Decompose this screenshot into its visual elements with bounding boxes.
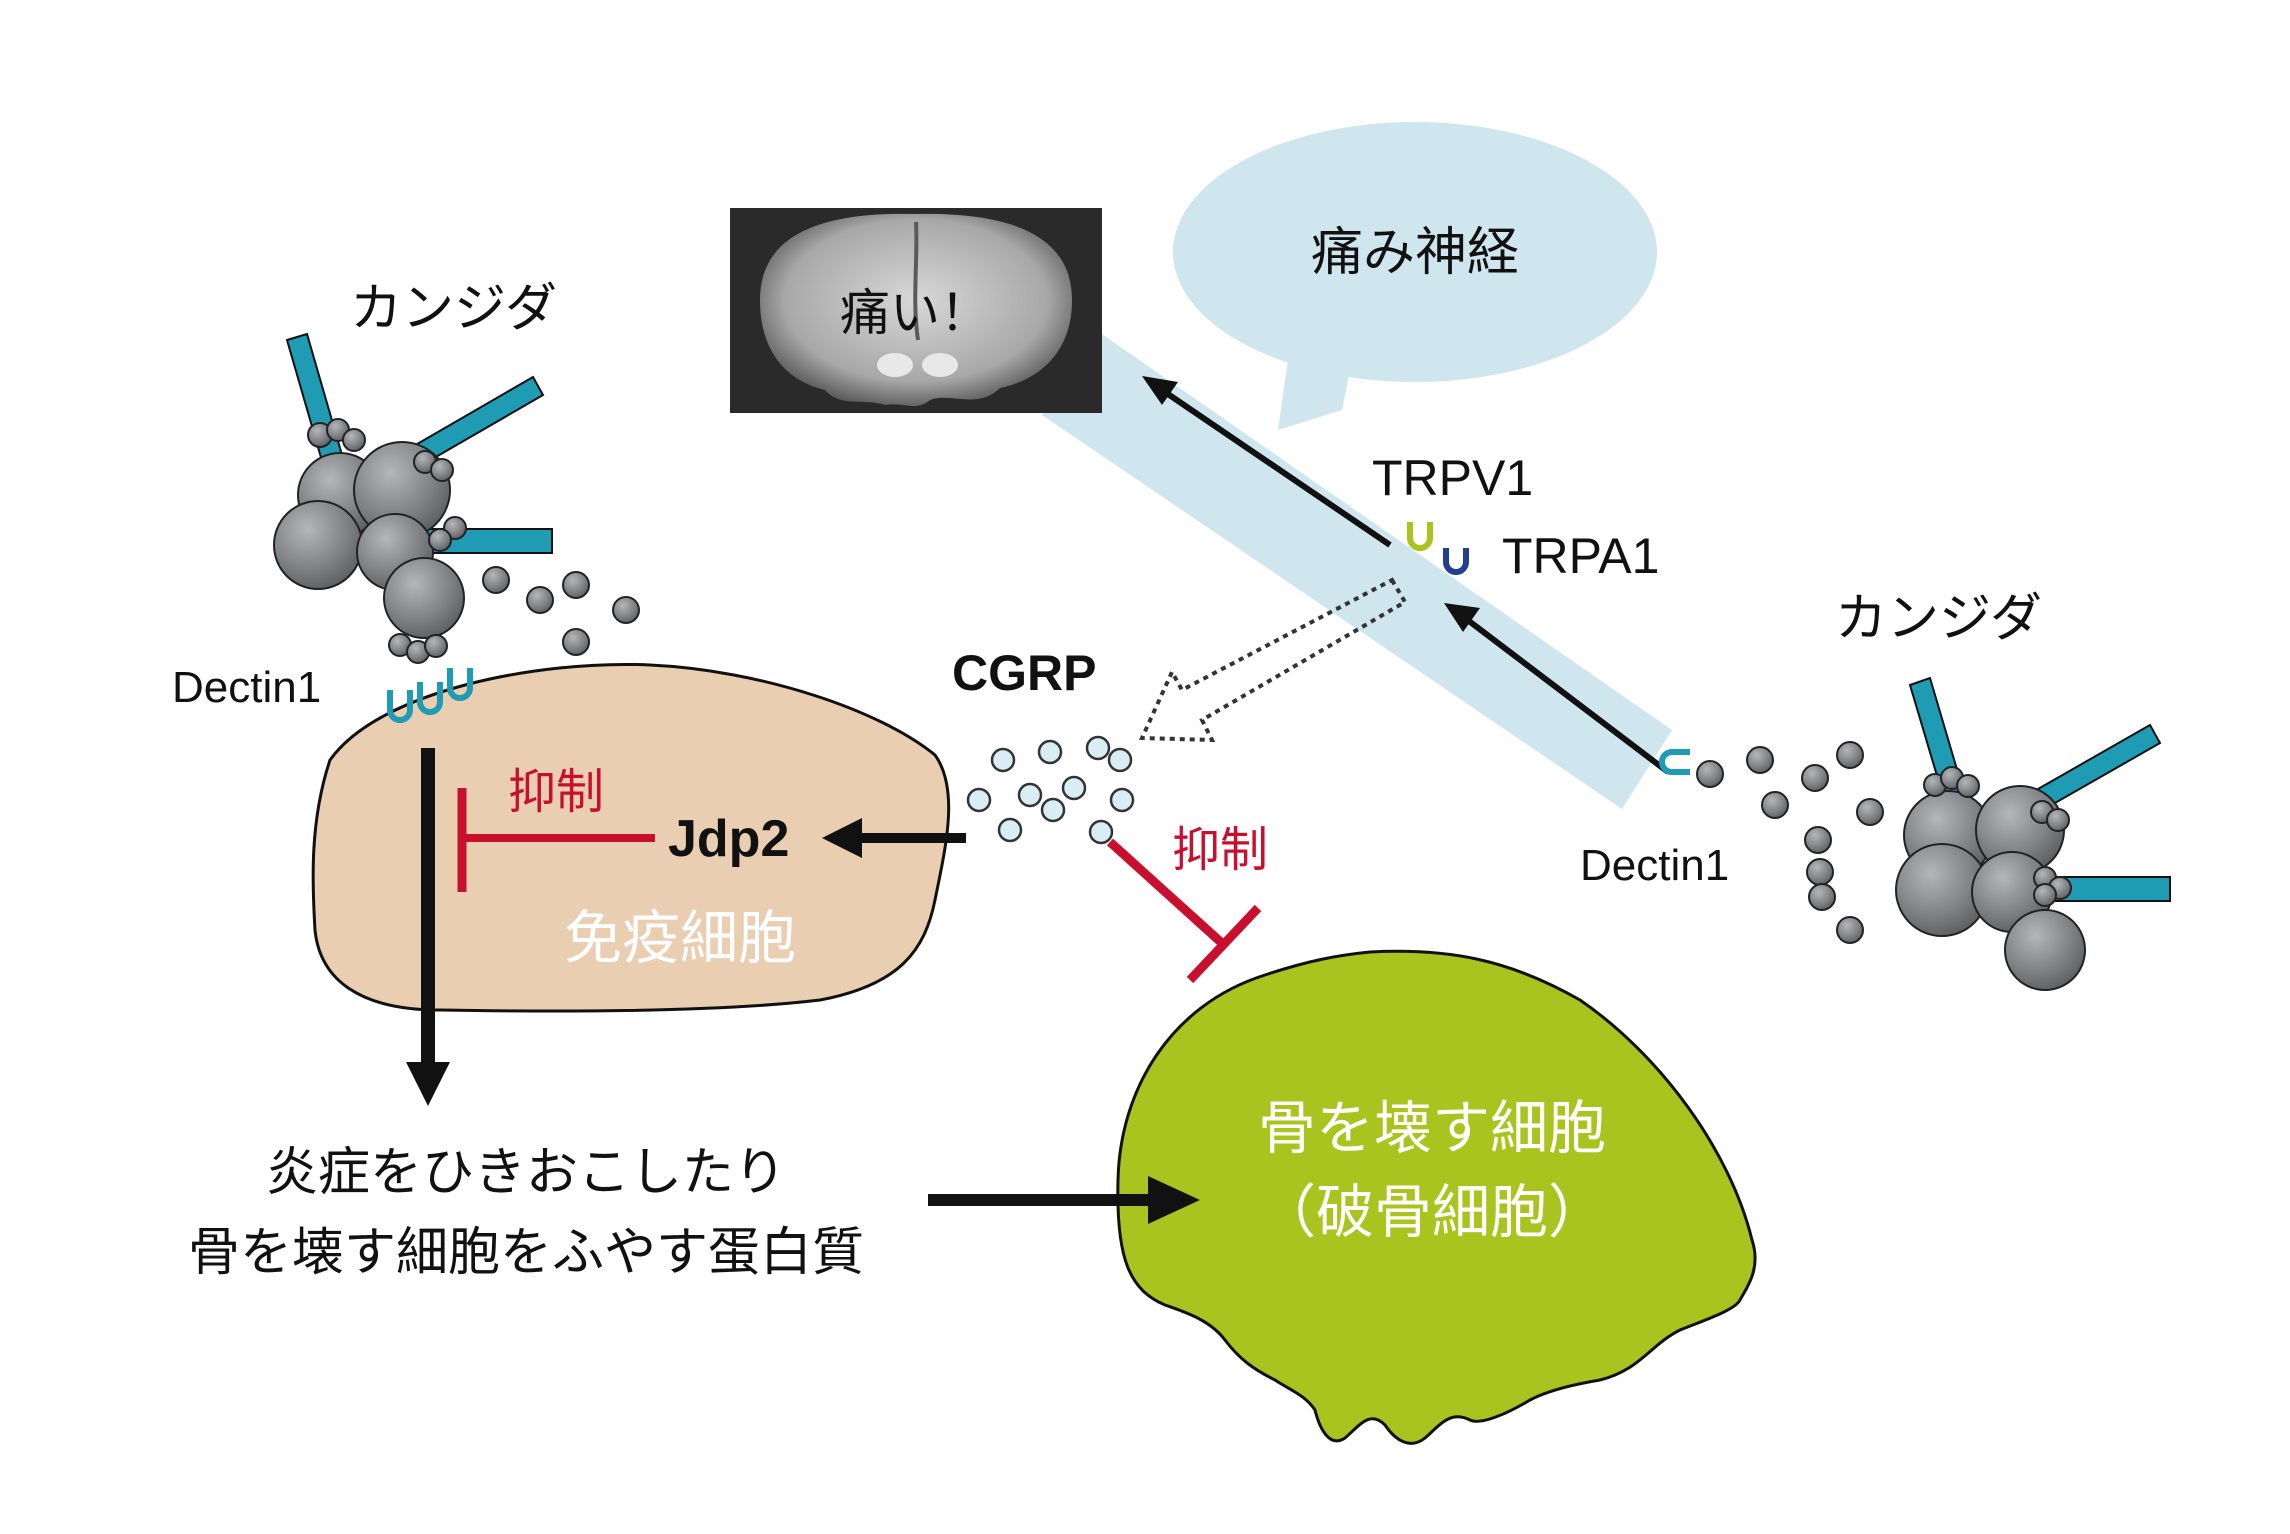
osteoclast-body	[1116, 949, 1757, 1445]
dectin1-receptor-icon	[387, 690, 413, 723]
nerve-arrow-to-brain-line	[1160, 387, 1392, 548]
candida-left-label: カンジダ	[350, 279, 557, 339]
nerve-arrow-to-brain-head	[1142, 376, 1178, 405]
dectin1-receptor-right-icon	[1659, 749, 1690, 775]
inflammatory-text-line1: 炎症をひきおこしたり	[266, 1143, 786, 1203]
dectin1-receptors-left: Dectin1	[172, 663, 473, 723]
trpv1-label: TRPV1	[1372, 450, 1533, 506]
osteoclast: 骨を壊す細胞 （破骨細胞）	[1116, 949, 1757, 1445]
trpv1-receptor-icon	[1407, 522, 1433, 551]
inhibit-right-label: 抑制	[1172, 822, 1268, 878]
dectin1-receptor-icon	[447, 668, 473, 701]
candida-right-label: カンジダ	[1835, 589, 2042, 649]
trp-receptors: TRPV1 TRPA1	[1372, 450, 1659, 584]
jdp2-label: Jdp2	[668, 810, 789, 868]
cgrp-to-jdp2-arrow	[822, 818, 966, 858]
signal-down-arrow	[406, 748, 450, 1106]
inhibition-right: 抑制	[1106, 822, 1268, 984]
nerve-arrow-from-dectin-line	[1463, 615, 1670, 775]
cgrp-molecules	[966, 735, 1135, 845]
nerve-speech-tail	[1278, 360, 1352, 430]
immune-cell-label: 免疫細胞	[564, 904, 796, 972]
dectin1-receptor-icon	[417, 682, 443, 715]
pain-nerve-bubble	[1173, 122, 1657, 382]
osteoclast-label-2: （破骨細胞）	[1258, 1178, 1606, 1246]
pain-exclaim-text: 痛い！	[840, 284, 990, 342]
pain-nerve-label: 痛み神経	[1311, 223, 1519, 283]
inhibition-left: 抑制	[457, 764, 655, 892]
cgrp-release-arrow	[1138, 577, 1408, 743]
inhibit-left-label: 抑制	[508, 764, 604, 820]
brain-mri-image: 痛い！	[730, 208, 1102, 413]
pain-nerve: 痛み神経	[1042, 122, 1672, 809]
trpa1-receptor-icon	[1443, 548, 1469, 575]
dectin1-left-label: Dectin1	[172, 663, 321, 712]
dectin1-right-label: Dectin1	[1580, 841, 1729, 890]
nerve-arrow-from-dectin-head	[1444, 603, 1480, 632]
inflammatory-text-line2: 骨を壊す細胞をふやす蛋白質	[188, 1223, 864, 1283]
nerve-signal-arrows	[1142, 376, 1670, 775]
candida-right: カンジダ Dectin1	[1580, 589, 2171, 991]
cgrp-label: CGRP	[952, 645, 1096, 701]
protein-to-osteoclast-arrow	[928, 1176, 1200, 1224]
nerve-fiber	[1042, 330, 1672, 809]
osteoclast-label-1: 骨を壊す細胞	[1258, 1094, 1606, 1162]
candida-left: カンジダ	[273, 279, 640, 664]
trpa1-label: TRPA1	[1502, 528, 1659, 584]
